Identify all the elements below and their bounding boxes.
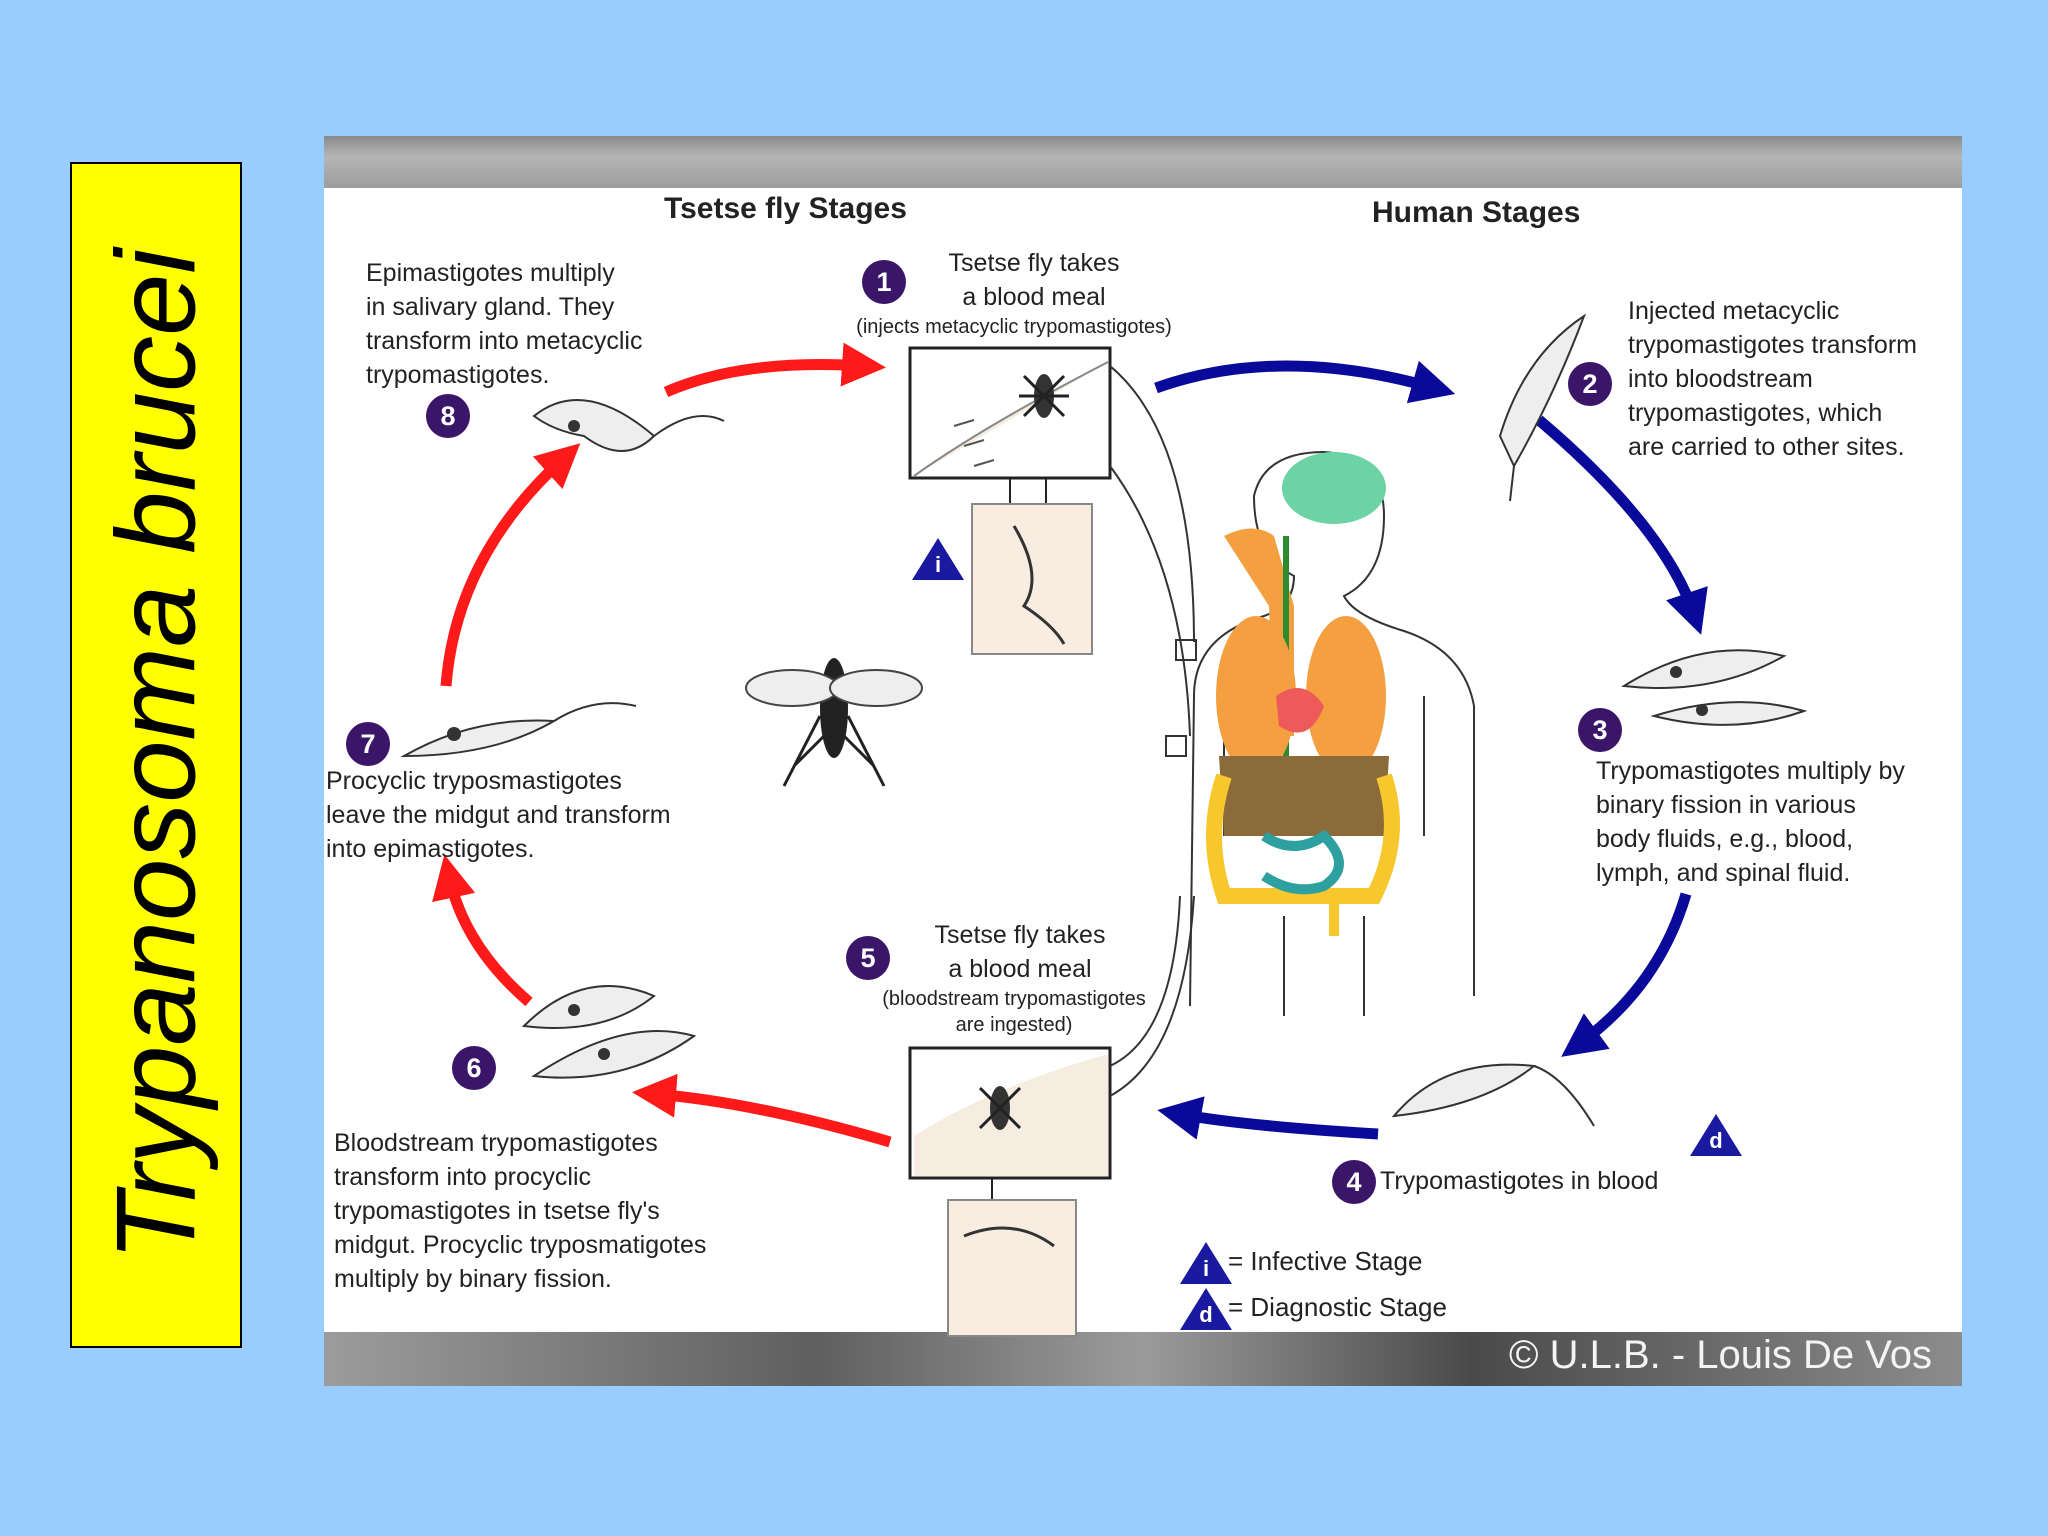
arrow-1-to-2 bbox=[1154, 360, 1456, 404]
trypanosome-stage-7 bbox=[400, 702, 637, 758]
tsetse-stages-heading: Tsetse fly Stages bbox=[664, 192, 907, 225]
step-5-note: (bloodstream trypomastigotes are ingeste… bbox=[882, 988, 1146, 1036]
step-1-badge: 1 bbox=[862, 260, 906, 304]
step-1-note: (injects metacyclic trypomastigotes) bbox=[856, 316, 1172, 338]
step-6-badge: 6 bbox=[452, 1046, 496, 1090]
arrow-7-to-8 bbox=[440, 443, 581, 687]
step-8-badge: 8 bbox=[426, 394, 470, 438]
photo-band-bottom: © U.L.B. - Louis De Vos bbox=[324, 1332, 1962, 1386]
trypanosome-stage-6 bbox=[521, 985, 697, 1079]
legend-infective-icon: i bbox=[1180, 1242, 1232, 1284]
arrow-6-to-7 bbox=[432, 854, 533, 1007]
side-title-box: Trypanosoma brucei bbox=[70, 162, 242, 1348]
human-body-illustration bbox=[1109, 365, 1475, 1097]
human-stages-heading: Human Stages bbox=[1372, 196, 1581, 229]
step-7-badge: 7 bbox=[346, 722, 390, 766]
step-5-title: Tsetse fly takes a blood meal bbox=[934, 921, 1106, 983]
step-1-title: Tsetse fly takes a blood meal bbox=[948, 249, 1120, 311]
trypanosome-stage-3 bbox=[1621, 649, 1808, 726]
arrow-3-to-4 bbox=[1561, 892, 1692, 1057]
arrow-4-to-5 bbox=[1157, 1096, 1379, 1140]
fly-bite-inset-1 bbox=[908, 346, 1112, 655]
tsetse-fly-illustration bbox=[745, 658, 923, 787]
arrow-8-to-1 bbox=[663, 342, 886, 398]
trypanosome-stage-2 bbox=[1498, 313, 1587, 502]
life-cycle-diagram: © U.L.B. - Louis De Vos bbox=[324, 136, 1962, 1386]
arrow-5-to-6 bbox=[632, 1073, 892, 1148]
step-5-badge: 5 bbox=[846, 936, 890, 980]
step-2-badge: 2 bbox=[1568, 362, 1612, 406]
step-6-text: Bloodstream trypomastigotes transform in… bbox=[334, 1129, 707, 1293]
legend-diagnostic-label: = Diagnostic Stage bbox=[1228, 1292, 1447, 1322]
diagnostic-stage-marker: d bbox=[1690, 1114, 1742, 1156]
infective-stage-marker: i bbox=[912, 538, 964, 580]
trypanosome-stage-4 bbox=[1391, 1063, 1595, 1127]
photo-band-top bbox=[324, 136, 1962, 188]
arrow-2-to-3 bbox=[1535, 415, 1708, 635]
step-4-badge: 4 bbox=[1332, 1160, 1376, 1204]
step-3-text: Trypomastigotes multiply by binary fissi… bbox=[1596, 757, 1905, 887]
trypanosome-stage-8 bbox=[532, 399, 725, 452]
legend-diagnostic-icon: d bbox=[1180, 1288, 1232, 1330]
step-3-badge: 3 bbox=[1578, 708, 1622, 752]
cycle-artwork bbox=[400, 313, 1808, 1337]
step-8-text: Epimastigotes multiply in salivary gland… bbox=[366, 259, 643, 389]
legend-infective-label: = Infective Stage bbox=[1228, 1246, 1423, 1276]
step-7-text: Procyclic tryposmastigotes leave the mid… bbox=[326, 767, 671, 863]
side-title: Trypanosoma brucei bbox=[93, 248, 219, 1262]
step-2-text: Injected metacyclic trypomastigotes tran… bbox=[1628, 297, 1917, 461]
step-4-text: Trypomastigotes in blood bbox=[1380, 1167, 1659, 1195]
copyright: © U.L.B. - Louis De Vos bbox=[1509, 1333, 1932, 1377]
fly-bite-inset-5 bbox=[908, 1046, 1112, 1337]
